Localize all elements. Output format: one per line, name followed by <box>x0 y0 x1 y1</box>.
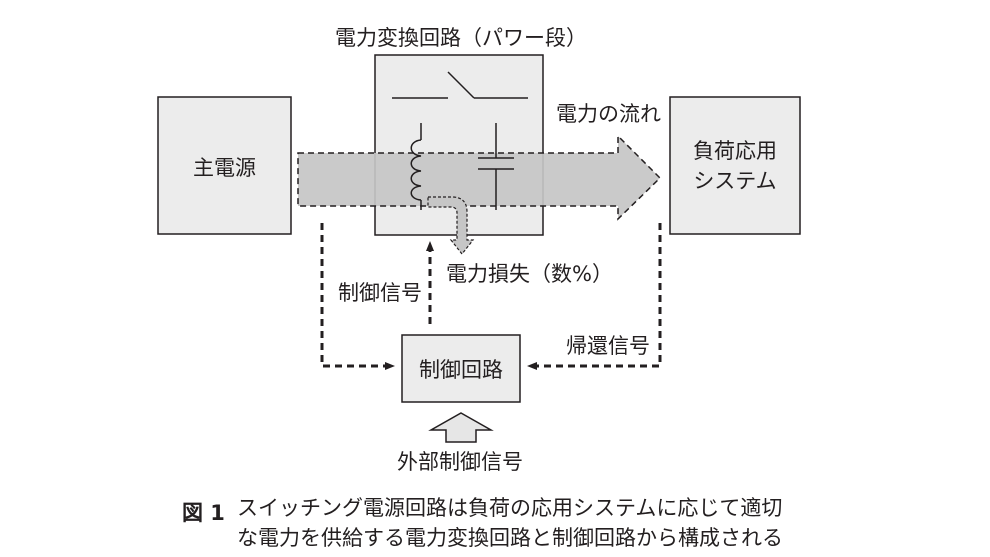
feedback-line <box>527 223 662 370</box>
caption-line-2: な電力を供給する電力変換回路と制御回路から構成される <box>237 526 783 550</box>
power-loss-label: 電力損失（数%） <box>446 262 613 286</box>
load-system-line2: システム <box>693 169 777 194</box>
converter-title: 電力変換回路（パワー段） <box>335 26 587 50</box>
external-signal-label: 外部制御信号 <box>397 450 523 474</box>
capacitor-symbol <box>478 123 514 210</box>
feedback-signal-label: 帰還信号 <box>566 334 650 358</box>
load-system-line1: 負荷応用 <box>693 139 777 163</box>
inductor-symbol <box>410 123 422 210</box>
main-power-label: 主電源 <box>193 156 256 180</box>
caption-line-1: スイッチング電源回路は負荷の応用システムに応じて適切 <box>237 496 783 520</box>
external-signal-arrow <box>428 412 494 443</box>
load-system-label: 負荷応用 システム <box>670 136 800 197</box>
control-circuit-box <box>401 334 521 403</box>
switch-symbol <box>392 71 528 99</box>
power-loss-arrow <box>427 196 475 255</box>
figure-number: 図 1 <box>182 501 225 525</box>
load-system-box <box>669 96 801 235</box>
control-signal-label: 制御信号 <box>338 281 422 305</box>
control-circuit-label: 制御回路 <box>419 358 503 382</box>
power-flow-label: 電力の流れ <box>556 102 661 126</box>
power-flow-arrow <box>297 134 662 221</box>
main-power-box <box>157 96 292 235</box>
